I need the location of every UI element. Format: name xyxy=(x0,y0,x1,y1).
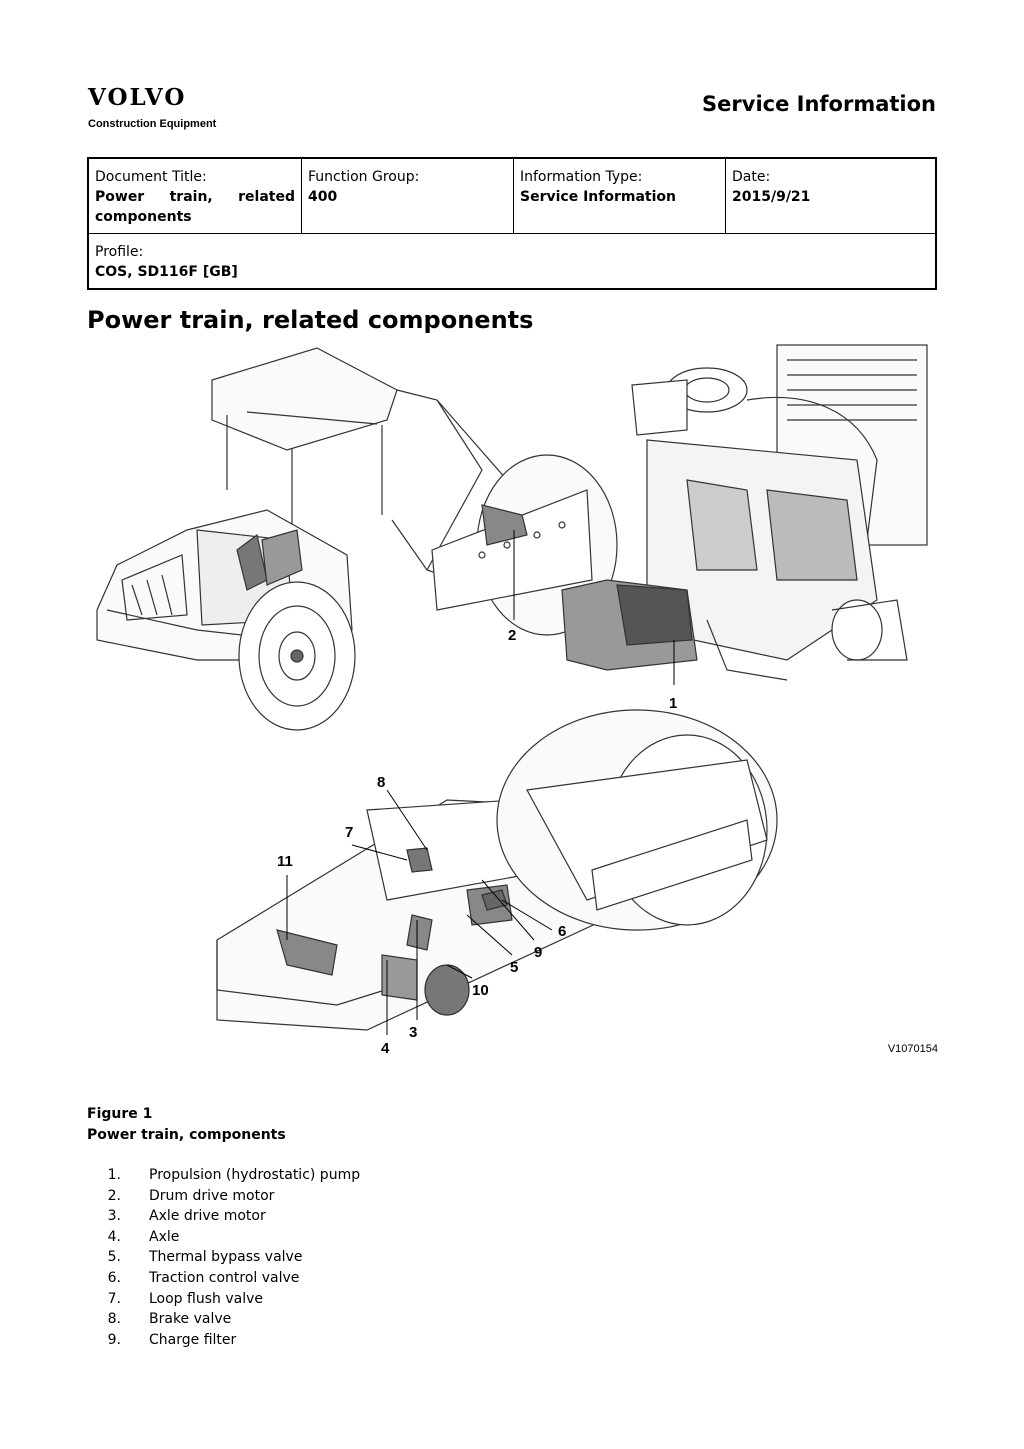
date-label: Date: xyxy=(732,169,771,185)
callout-8: 8 xyxy=(377,774,385,791)
page-title: Power train, related components xyxy=(87,306,534,334)
callout-3: 3 xyxy=(409,1024,417,1041)
profile-label: Profile: xyxy=(95,244,144,260)
list-item-text: Propulsion (hydrostatic) pump xyxy=(149,1167,361,1183)
document-info-table: Document Title: Power train, related com… xyxy=(87,157,937,290)
doc-title-label: Document Title: xyxy=(95,169,207,185)
figure-caption-text: Power train, components xyxy=(87,1127,286,1143)
chassis-drawing xyxy=(216,709,778,1031)
list-item-text: Loop flush valve xyxy=(149,1290,263,1307)
function-group-label: Function Group: xyxy=(308,169,420,185)
list-item-number: 7. xyxy=(107,1290,121,1307)
callout-6: 6 xyxy=(558,923,566,940)
logo-wordmark: VOLVO xyxy=(88,84,187,111)
figure-callouts: 1 2 3 4 5 6 7 8 9 10 11 xyxy=(277,627,677,1057)
callout-7: 7 xyxy=(345,824,353,841)
info-type-cell: Information Type: Service Information xyxy=(513,157,726,234)
callout-4: 4 xyxy=(381,1040,390,1057)
list-item: 7. Loop flush valve xyxy=(87,1289,360,1310)
callout-5: 5 xyxy=(510,959,518,976)
header-title: Service Information xyxy=(702,92,936,116)
volvo-logo: VOLVO Construction Equipment xyxy=(88,84,217,131)
leader-lines xyxy=(286,530,675,1035)
component-list: 1. Propulsion (hydrostatic) pump 2. Drum d… xyxy=(87,1165,360,1350)
list-item-number: 4. xyxy=(107,1228,121,1245)
date-cell: Date: 2015/9/21 xyxy=(725,157,937,234)
list-item-number: 8. xyxy=(107,1311,121,1328)
info-type-label: Information Type: xyxy=(520,169,643,185)
callout-10: 10 xyxy=(472,982,489,999)
list-item: 9. Charge filter xyxy=(87,1330,360,1351)
list-item-text: Axle xyxy=(149,1228,180,1245)
info-type-value: Service Information xyxy=(520,189,676,205)
engine-drawing xyxy=(561,344,928,681)
list-item-text: Thermal bypass valve xyxy=(149,1249,303,1266)
callout-9: 9 xyxy=(534,944,542,961)
list-item-number: 3. xyxy=(107,1208,121,1225)
callout-2: 2 xyxy=(508,627,516,644)
list-item: 3. Axle drive motor xyxy=(87,1206,360,1227)
list-item-number: 6. xyxy=(107,1269,121,1286)
doc-title-cell: Document Title: Power train, related com… xyxy=(87,157,302,234)
list-item-number: 5. xyxy=(107,1249,121,1266)
profile-cell: Profile: COS, SD116F [GB] xyxy=(87,233,937,290)
figure-caption-label: Figure 1 xyxy=(87,1106,153,1122)
list-item: 5. Thermal bypass valve xyxy=(87,1247,360,1268)
callout-11: 11 xyxy=(277,853,293,870)
figure-id: V1070154 xyxy=(887,1043,938,1055)
list-item-number: 1. xyxy=(107,1167,121,1183)
list-item: 4. Axle xyxy=(87,1227,360,1248)
list-item-text: Axle drive motor xyxy=(149,1208,266,1225)
list-item: 8. Brake valve xyxy=(87,1309,360,1330)
list-item-text: Drum drive motor xyxy=(149,1187,275,1204)
power-train-figure: 1 2 3 4 5 6 7 8 9 10 11 xyxy=(96,344,928,1057)
callout-1: 1 xyxy=(669,695,677,712)
function-group-cell: Function Group: 400 xyxy=(301,157,514,234)
function-group-value: 400 xyxy=(308,189,338,205)
figure-caption: Figure 1 Power train, components xyxy=(87,1104,286,1146)
doc-title-value: Power train, related components xyxy=(95,189,295,225)
roller-machine-drawing xyxy=(96,347,618,731)
date-value: 2015/9/21 xyxy=(732,189,811,205)
list-item: 1. Propulsion (hydrostatic) pump xyxy=(87,1165,360,1186)
logo-subtitle: Construction Equipment xyxy=(88,118,217,130)
list-item-text: Charge filter xyxy=(149,1331,237,1348)
list-item-text: Brake valve xyxy=(149,1311,232,1328)
profile-value: COS, SD116F [GB] xyxy=(95,264,238,280)
list-item-text: Traction control valve xyxy=(149,1269,300,1286)
list-item: 6. Traction control valve xyxy=(87,1268,360,1289)
list-item: 2. Drum drive motor xyxy=(87,1186,360,1207)
list-item-number: 2. xyxy=(107,1187,121,1204)
list-item-number: 9. xyxy=(107,1331,121,1348)
